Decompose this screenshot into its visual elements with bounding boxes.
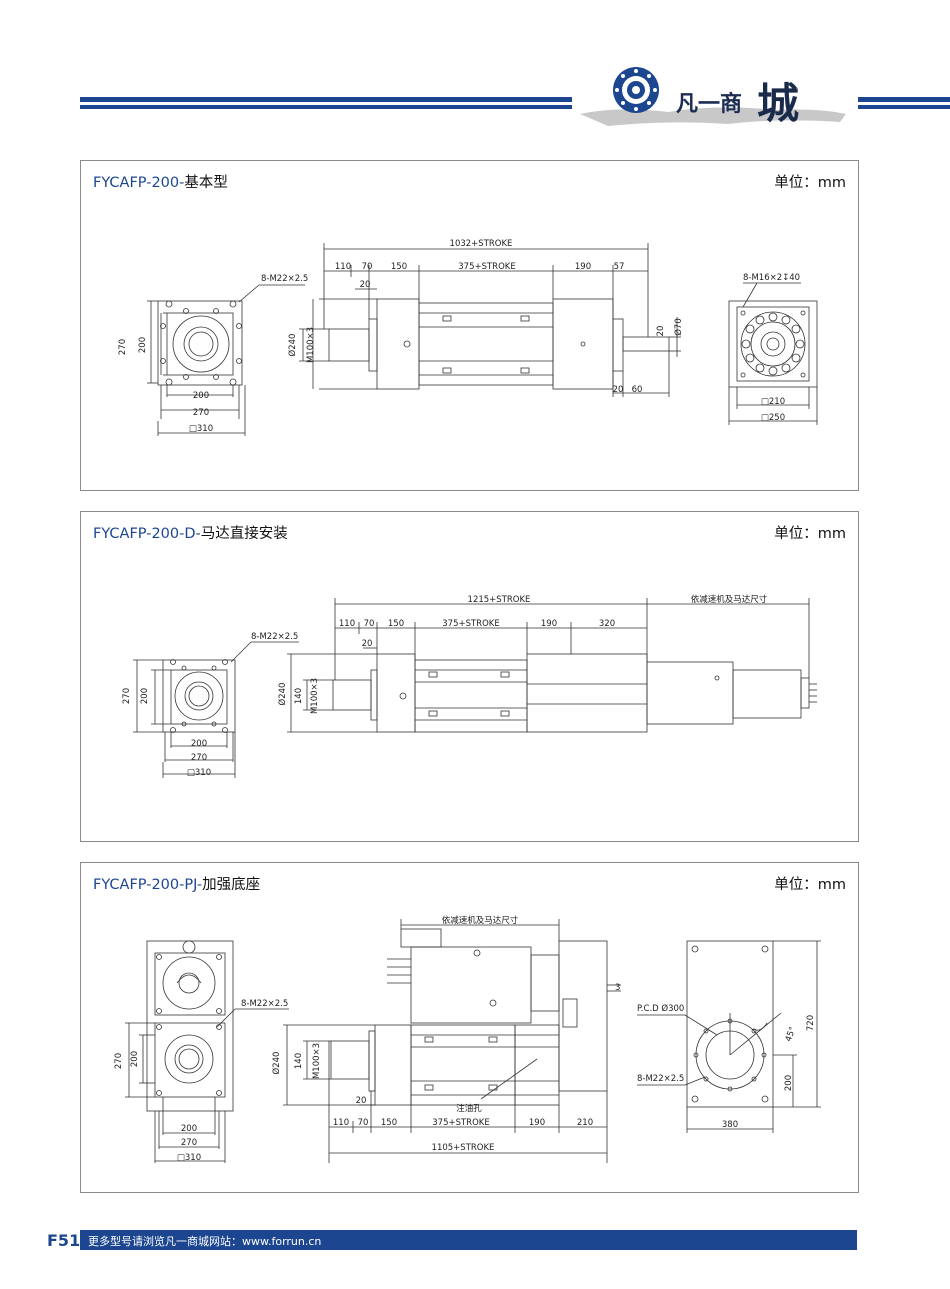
dim-w200: 200 <box>191 739 207 749</box>
unit-label: 单位：mm <box>774 175 846 191</box>
panel-title: FYCAFP-200-D-马达直接安装 <box>93 522 288 543</box>
dim-70: 70 <box>364 619 375 629</box>
dim-110: 110 <box>335 262 351 272</box>
dim-20: 20 <box>362 639 373 649</box>
brand-text: 凡一商 <box>676 92 743 117</box>
header-bar-left-bottom <box>80 105 572 109</box>
dim-phi70: Ø70 <box>673 318 684 336</box>
dim-w250: □250 <box>761 413 785 423</box>
dim-stroke: 375+STROKE <box>458 262 515 272</box>
dim-150: 150 <box>388 619 404 629</box>
header-bar-right-top <box>858 97 950 102</box>
dim-right-bolt: 8-M22×2.5 <box>637 1074 684 1084</box>
dim-w210: □210 <box>761 397 785 407</box>
dim-140: 140 <box>294 1053 304 1069</box>
brand-text-big: 城 <box>757 79 800 128</box>
dim-phi240: Ø240 <box>271 1052 282 1075</box>
model-code: FYCAFP-200-PJ- <box>93 877 203 893</box>
dim-w270: 270 <box>193 408 209 418</box>
dim-left-bolt: 8-M22×2.5 <box>261 274 308 284</box>
dim-57: 57 <box>614 262 625 272</box>
header-bar-right-bottom <box>858 105 950 109</box>
drawing-basic: 8-M22×2.5 270 200 200 270 □310 1032+STRO… <box>118 239 818 436</box>
dim-h270: 270 <box>118 339 128 355</box>
panel-reinforced-base: FYCAFP-200-PJ-加强底座 单位：mm <box>80 862 859 1193</box>
dim-m100: M100×3 <box>310 678 320 714</box>
header-bar-left-top <box>80 97 572 102</box>
dim-190: 190 <box>529 1118 545 1128</box>
dim-w270: 270 <box>191 753 207 763</box>
dim-right-bolt: 8-M16×2↧40 <box>743 273 800 283</box>
dim-190: 190 <box>575 262 591 272</box>
drawing-direct-motor: 8-M22×2.5 270 200 200 270 □310 1215+STRO… <box>122 594 817 778</box>
page-number: F51 <box>47 1231 81 1250</box>
dim-w200: 200 <box>193 391 209 401</box>
dim-overall: 1215+STROKE <box>468 595 531 605</box>
dim-60: 60 <box>632 385 643 395</box>
dim-20b: 20 <box>656 326 666 337</box>
panel-basic: FYCAFP-200-基本型 单位：mm <box>80 160 859 491</box>
dim-w200: 200 <box>181 1124 197 1134</box>
model-code: FYCAFP-200-D- <box>93 526 201 542</box>
dim-stroke: 375+STROKE <box>432 1118 489 1128</box>
dim-h720: 720 <box>806 1015 816 1031</box>
dim-w310: □310 <box>187 768 211 778</box>
dim-angle: 45° <box>784 1026 799 1044</box>
dim-140: 140 <box>294 688 304 704</box>
dim-overall: 1105+STROKE <box>432 1143 495 1153</box>
dim-70: 70 <box>362 262 373 272</box>
dim-190: 190 <box>541 619 557 629</box>
brand-logo <box>580 67 846 126</box>
model-desc: 马达直接安装 <box>200 526 288 542</box>
dim-3: 3 <box>615 983 620 993</box>
model-desc: 加强底座 <box>202 877 261 893</box>
dim-320: 320 <box>599 619 615 629</box>
dim-210: 210 <box>577 1118 593 1128</box>
dim-110: 110 <box>339 619 355 629</box>
model-desc: 基本型 <box>184 175 228 191</box>
dim-20c: 20 <box>613 385 624 395</box>
dim-70: 70 <box>358 1118 369 1128</box>
dim-phi240: Ø240 <box>287 334 298 357</box>
dim-m100: M100×3 <box>306 327 316 363</box>
unit-label: 单位：mm <box>774 526 846 542</box>
panel-direct-motor: FYCAFP-200-D-马达直接安装 单位：mm <box>80 511 859 842</box>
dim-20a: 20 <box>360 280 371 290</box>
dim-phi240: Ø240 <box>277 683 288 706</box>
dim-left-bolt: 8-M22×2.5 <box>251 632 298 642</box>
dim-150: 150 <box>391 262 407 272</box>
dim-reducer: 依减速机及马达尺寸 <box>691 594 768 605</box>
dim-w380: 380 <box>722 1120 738 1130</box>
dim-left-bolt: 8-M22×2.5 <box>241 999 288 1009</box>
dim-pcd: P.C.D Ø300 <box>637 1003 684 1014</box>
panel-title: FYCAFP-200-基本型 <box>93 171 228 192</box>
model-code: FYCAFP-200- <box>93 175 185 191</box>
unit-label: 单位：mm <box>774 877 846 893</box>
dim-w270: 270 <box>181 1138 197 1148</box>
drawing-reinforced-base: 8-M22×2.5 270 200 200 270 □310 依减速机及马达尺寸… <box>114 915 821 1163</box>
dim-20: 20 <box>356 1096 367 1106</box>
dim-m100: M100×3 <box>312 1043 322 1079</box>
dim-h200: 200 <box>130 1051 140 1067</box>
dim-w310: □310 <box>177 1153 201 1163</box>
panel-title: FYCAFP-200-PJ-加强底座 <box>93 873 260 894</box>
dim-h270: 270 <box>114 1053 124 1069</box>
dim-h270: 270 <box>122 688 132 704</box>
footer-text: 更多型号请浏览凡一商城网站：www.forrun.cn <box>88 1235 322 1248</box>
dim-h200: 200 <box>138 337 148 353</box>
dim-reducer: 依减速机及马达尺寸 <box>442 915 519 926</box>
dim-stroke: 375+STROKE <box>442 619 499 629</box>
dim-h200r: 200 <box>784 1075 794 1091</box>
oil-port-label: 注油孔 <box>456 1103 482 1114</box>
footer-bar: 更多型号请浏览凡一商城网站：www.forrun.cn <box>80 1230 857 1250</box>
dim-110: 110 <box>333 1118 349 1128</box>
front-flange <box>157 300 243 386</box>
dim-w310: □310 <box>189 424 213 434</box>
dim-150: 150 <box>381 1118 397 1128</box>
dim-h200: 200 <box>140 688 150 704</box>
bearing-balls <box>741 312 805 376</box>
dim-overall: 1032+STROKE <box>450 239 513 249</box>
